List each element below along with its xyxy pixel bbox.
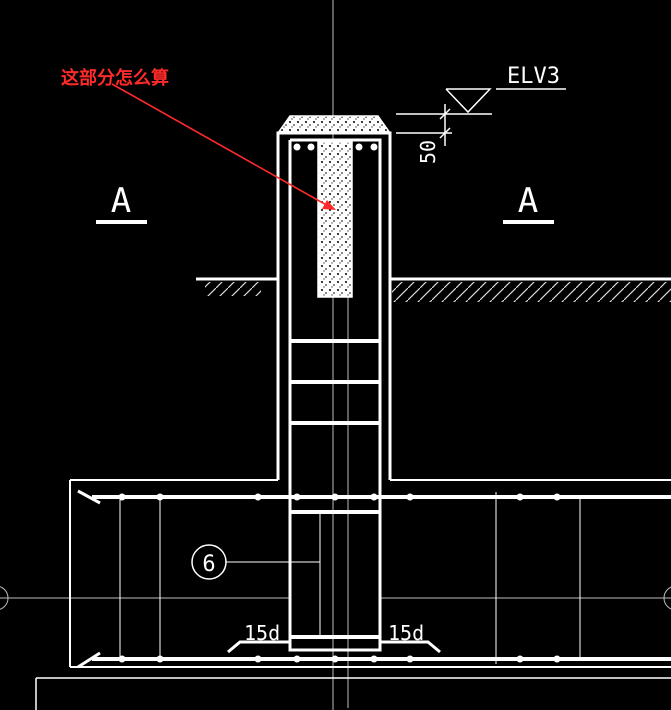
ground (196, 277, 671, 302)
soil-hatch-left (205, 282, 261, 296)
rebar-dot (355, 143, 363, 151)
footing (35, 479, 671, 710)
axis-bubble-left (0, 586, 9, 610)
annotation-arrow (111, 83, 336, 210)
elevation-label: ELV3 (507, 64, 560, 89)
hook-right (380, 640, 441, 654)
grout-cap (276, 115, 392, 134)
anchor-embedded-block (317, 141, 353, 298)
section-label-right: A (518, 181, 538, 221)
rebar-dot (307, 143, 315, 151)
column-rebar-cage (288, 138, 382, 652)
elevation-mark (396, 88, 566, 146)
top-bar-hook (77, 489, 101, 505)
hook-length-label-right: 15d (388, 621, 424, 645)
column-top-bars (293, 143, 378, 151)
callout-6: 6 (191, 544, 320, 580)
arrow-head (322, 200, 336, 210)
soil-hatch-right (392, 282, 671, 302)
section-mark-right: A (503, 181, 554, 224)
elevation-triangle (445, 88, 492, 114)
bottom-bar-hook (77, 651, 101, 669)
footing-bars (77, 489, 671, 669)
dim-tick (439, 127, 451, 139)
footing-dimension-lines (119, 492, 581, 664)
hook-length-label-left: 15d (244, 621, 280, 645)
section-label-left: A (111, 181, 131, 221)
dimension-50-label: 50 (416, 140, 440, 164)
column-stirrups (290, 339, 380, 639)
callout-number: 6 (202, 552, 215, 577)
rebar-dot (370, 143, 378, 151)
section-mark-left: A (96, 181, 147, 224)
hook-left (227, 640, 290, 654)
arrow-line (111, 83, 331, 208)
annotation-note: 这部分怎么算 (61, 67, 169, 89)
axis-bubble-right (663, 586, 671, 610)
dim-tick (439, 108, 451, 120)
column-hooks (227, 640, 441, 654)
rebar-dot (293, 143, 301, 151)
footing-bar-dots (118, 493, 561, 663)
